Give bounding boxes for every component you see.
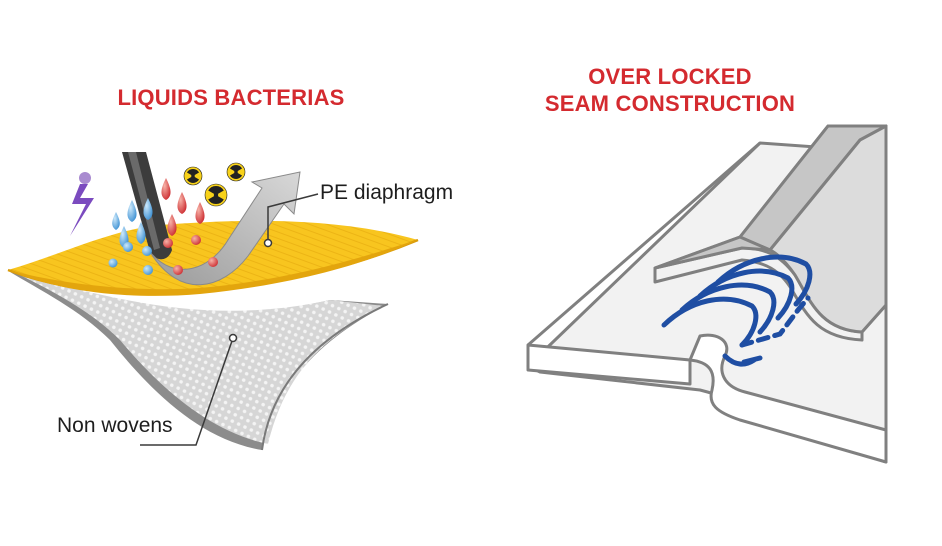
liquids-bacterias-title-text: LIQUIDS BACTERIAS xyxy=(117,85,345,110)
seam-title-line1: OVER LOCKED xyxy=(588,64,752,89)
nonwovens-label: Non wovens xyxy=(57,414,173,437)
nonwoven-layer xyxy=(10,272,389,451)
seam-title-line2: SEAM CONSTRUCTION xyxy=(544,91,796,116)
deflect-arrow-icon xyxy=(149,171,301,286)
water-drop-icon xyxy=(108,198,153,275)
seam-construction-title: OVER LOCKED SEAM CONSTRUCTION xyxy=(520,63,820,117)
pe-diaphragm-label: PE diaphragm xyxy=(320,181,454,204)
liquids-bacterias-title: LIQUIDS BACTERIAS xyxy=(96,84,366,111)
radiation-icon xyxy=(183,162,246,207)
lightning-icon xyxy=(70,172,94,236)
overlock-stitches xyxy=(661,254,813,367)
pe-callout-line xyxy=(263,193,319,248)
blood-drop-icon xyxy=(161,178,218,275)
nonwovens-callout-line xyxy=(140,333,238,446)
